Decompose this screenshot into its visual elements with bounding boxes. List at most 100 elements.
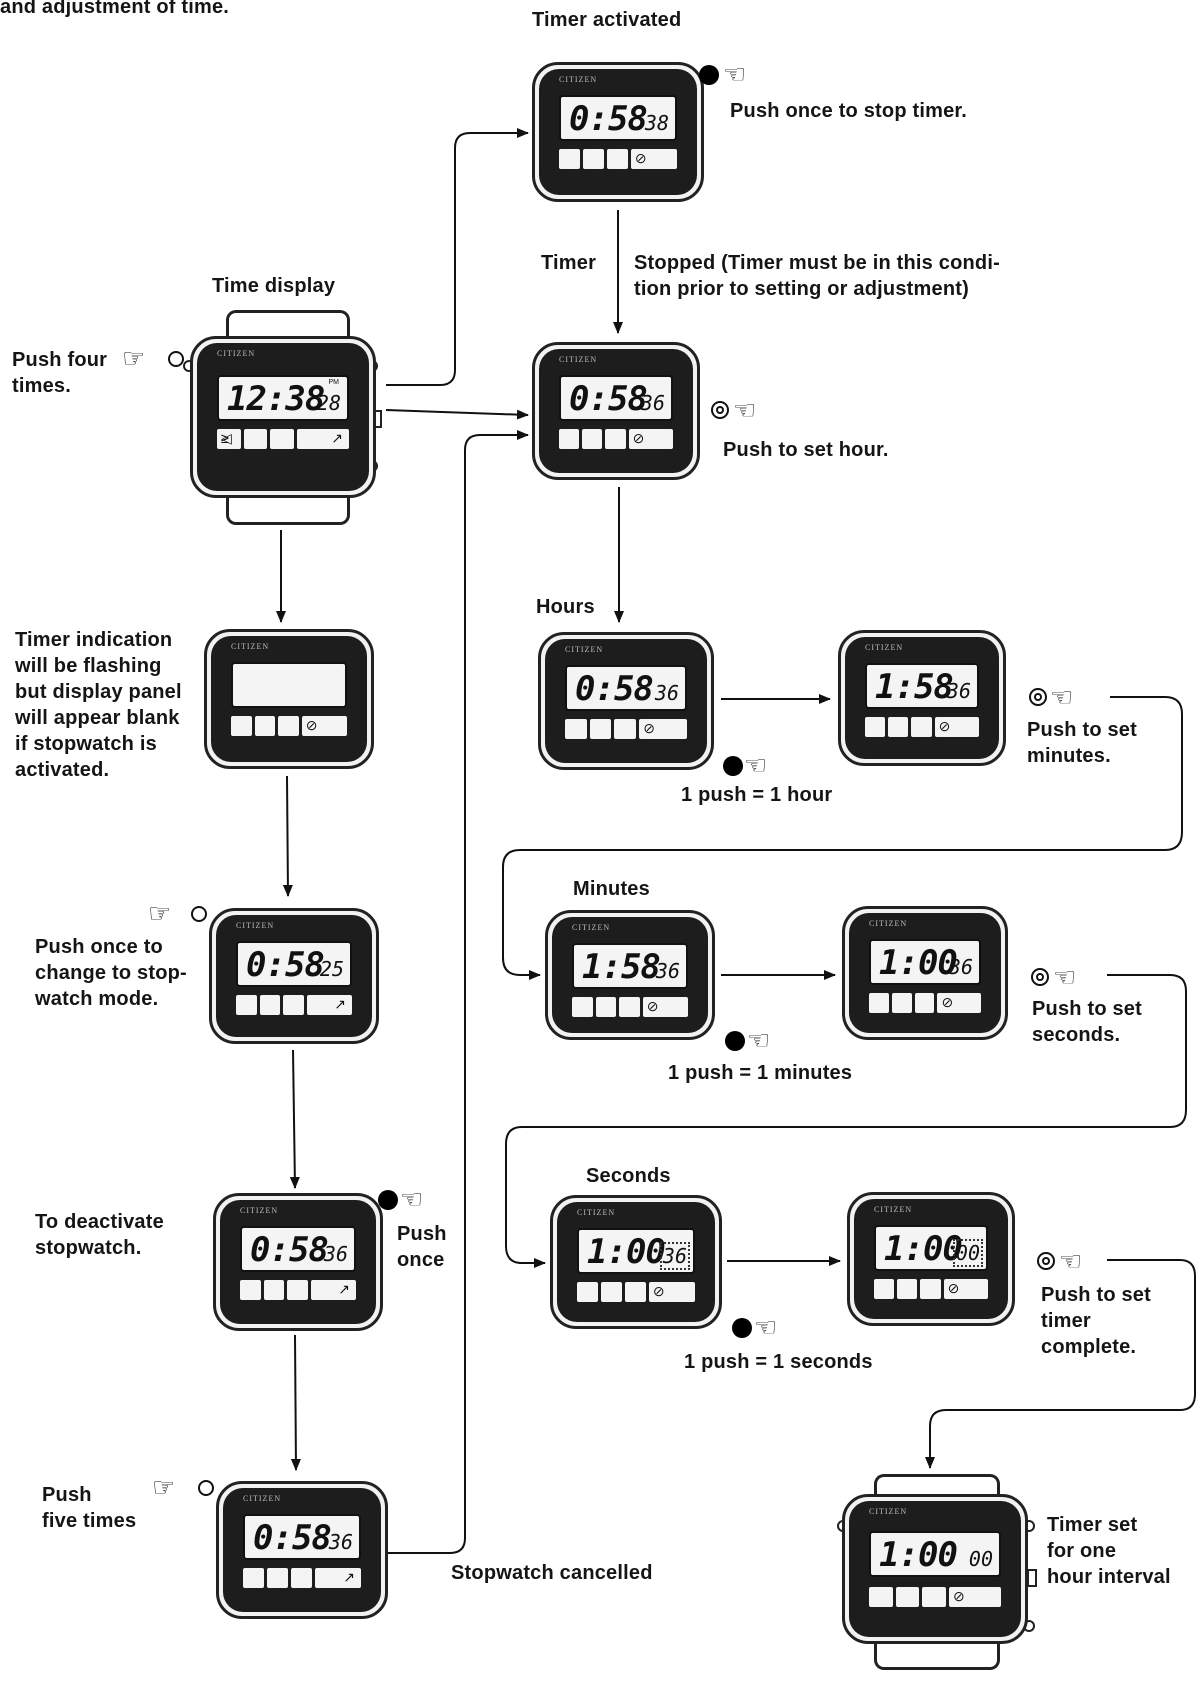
display-seconds: 00 [952, 1239, 984, 1267]
push-once-label: Push once [397, 1223, 447, 1271]
timer-icon: ⊘ [646, 998, 659, 1014]
page-title-fragment: and adjustment of time. [0, 0, 230, 18]
alarm-icon: ≥ [221, 430, 229, 446]
watch-brand: CITIZEN [572, 923, 611, 932]
display-main: 0:58 [569, 99, 648, 139]
hollow-button-icon [198, 1480, 214, 1496]
arrow-time-to-stopped [385, 409, 529, 420]
arrow-sw-to-deact [289, 1049, 300, 1189]
watch-brand: CITIZEN [240, 1206, 279, 1215]
time-display-label: Time display [212, 275, 336, 297]
push-set-minutes-label: Push to set minutes. [1027, 719, 1137, 767]
display-seconds: 36 [640, 391, 665, 415]
watch-blank: CITIZEN ⊘ [204, 629, 374, 769]
timer-label: Timer [541, 252, 597, 274]
watch-crown-button[interactable] [1027, 1569, 1037, 1587]
timer-flashing-label: Timer indication will be flashing but di… [15, 629, 182, 781]
pointing-hand-icon: ☜ [747, 1025, 771, 1055]
arrow-seconds-to-final [925, 1259, 1196, 1469]
pointing-hand-icon: ☜ [1059, 1246, 1083, 1276]
arrow-minutes-to-seconds [505, 974, 1187, 1268]
push-four-times-label: Push four times. [12, 349, 108, 397]
display-seconds: 36 [655, 959, 680, 983]
one-push-minutes-label: 1 push = 1 minutes [668, 1062, 853, 1084]
push-once-change-label: Push once to change to stop- watch mode. [35, 936, 187, 1010]
watch-brand: CITIZEN [869, 1507, 908, 1516]
filled-button-icon [378, 1190, 398, 1210]
display-main: 1:00 [879, 943, 958, 983]
seconds-label: Seconds [586, 1165, 671, 1187]
display-seconds: 36 [654, 681, 679, 705]
pointing-hand-icon: ☜ [754, 1312, 778, 1342]
timer-icon: ⊘ [305, 717, 318, 733]
arrow-cancel-to-stopped [388, 430, 529, 1554]
push-once-stop-label: Push once to stop timer. [730, 100, 968, 122]
display-seconds: 36 [948, 955, 973, 979]
display-main: 12:38 [227, 379, 325, 419]
minutes-label: Minutes [573, 878, 650, 900]
display-main: 0:58 [250, 1230, 329, 1270]
display-main: 1:58 [582, 947, 661, 987]
timer-icon: ⊘ [941, 994, 954, 1010]
push-set-seconds-label: Push to set seconds. [1032, 998, 1142, 1046]
filled-button-icon [699, 65, 719, 85]
double-circle-button-icon [1037, 1252, 1055, 1270]
display-main: 1:00 [884, 1229, 963, 1269]
pointing-hand-icon: ☜ [400, 1184, 424, 1214]
pointing-hand-icon: ☞ [148, 898, 172, 928]
display-main: 0:58 [246, 945, 325, 985]
watch-brand: CITIZEN [217, 349, 256, 358]
filled-button-icon [732, 1318, 752, 1338]
to-deactivate-label: To deactivate stopwatch. [35, 1211, 164, 1259]
display-main: 1:00 [879, 1535, 958, 1575]
arrow-time-to-activated [386, 128, 529, 386]
stopwatch-icon: ↗ [334, 996, 346, 1012]
watch-strap-top [874, 1474, 1000, 1496]
pointing-hand-icon: ☜ [744, 750, 768, 780]
pointing-hand-icon: ☞ [122, 343, 146, 373]
watch-brand: CITIZEN [236, 921, 275, 930]
one-push-hour-label: 1 push = 1 hour [681, 784, 833, 806]
timer-activated-label: Timer activated [532, 9, 682, 31]
timer-icon: ⊘ [634, 150, 647, 166]
arrow-deact-to-cancel [290, 1334, 301, 1471]
display-main: 1:58 [875, 667, 954, 707]
display-seconds: 28 [316, 391, 341, 415]
timer-icon: ⊘ [947, 1280, 960, 1296]
watch-strap-bottom [226, 497, 350, 525]
display-seconds: 36 [323, 1242, 348, 1266]
watch-time-display: CITIZEN 12:38 PM 28 ≥ ≥ ◁ ↗ [190, 336, 376, 498]
display-main: 0:58 [253, 1518, 332, 1558]
watch-strap-top [226, 310, 350, 338]
pointing-hand-icon: ☜ [723, 59, 747, 89]
push-five-times-label: Push five times [42, 1484, 137, 1532]
push-set-complete-label: Push to set timer complete. [1041, 1284, 1151, 1358]
watch-brand: CITIZEN [565, 645, 604, 654]
stopwatch-icon: ↗ [343, 1569, 356, 1585]
pointing-hand-icon: ☜ [1053, 962, 1077, 992]
alarm-icon: ≥ [221, 430, 229, 446]
display-seconds: 36 [659, 1242, 691, 1270]
display-seconds: 38 [644, 111, 669, 135]
stopwatch-icon: ↗ [338, 1281, 350, 1297]
pointing-hand-icon: ☜ [733, 395, 757, 425]
timer-icon: ⊘ [952, 1588, 965, 1604]
stopped-label: Stopped (Timer must be in this condi- ti… [634, 252, 1000, 300]
display-main: 1:00 [587, 1232, 666, 1272]
timer-icon: ⊘ [938, 718, 951, 734]
pointing-hand-icon: ☞ [152, 1472, 176, 1502]
filled-button-icon [725, 1031, 745, 1051]
double-circle-button-icon [1029, 688, 1047, 706]
